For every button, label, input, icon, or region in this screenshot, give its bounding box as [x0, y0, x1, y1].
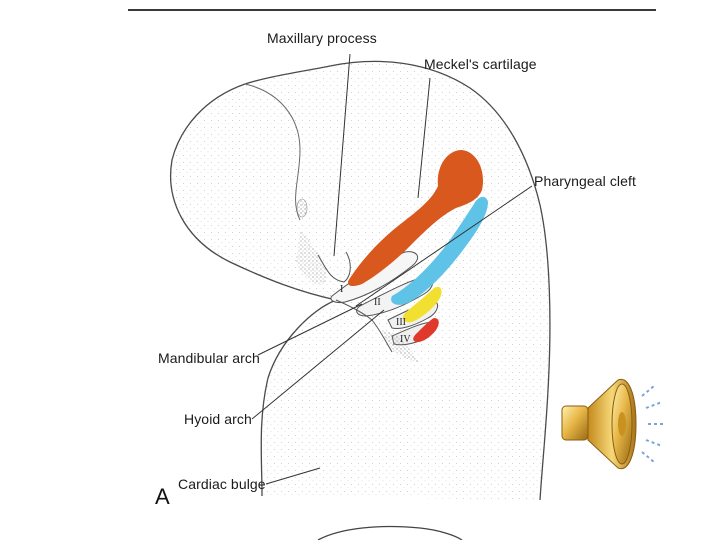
arch-numeral-iv: IV [400, 334, 411, 345]
audio-play-button[interactable] [556, 372, 672, 476]
figure-panel-letter: A [155, 484, 170, 510]
label-pharyngeal-cleft: Pharyngeal cleft [534, 173, 636, 189]
label-mandibular-arch: Mandibular arch [158, 350, 260, 366]
optic-placode [297, 199, 307, 217]
arch-numeral-i: I [340, 284, 343, 295]
label-meckels-cartilage: Meckel's cartilage [424, 56, 537, 72]
bottom-partial-arc [318, 527, 462, 540]
speaker-icon [556, 372, 672, 476]
arch-numeral-iii: III [396, 317, 406, 328]
arch-numeral-ii: II [374, 297, 381, 308]
label-maxillary-process: Maxillary process [267, 30, 377, 46]
label-hyoid-arch: Hyoid arch [184, 411, 252, 427]
label-cardiac-bulge: Cardiac bulge [178, 476, 266, 492]
